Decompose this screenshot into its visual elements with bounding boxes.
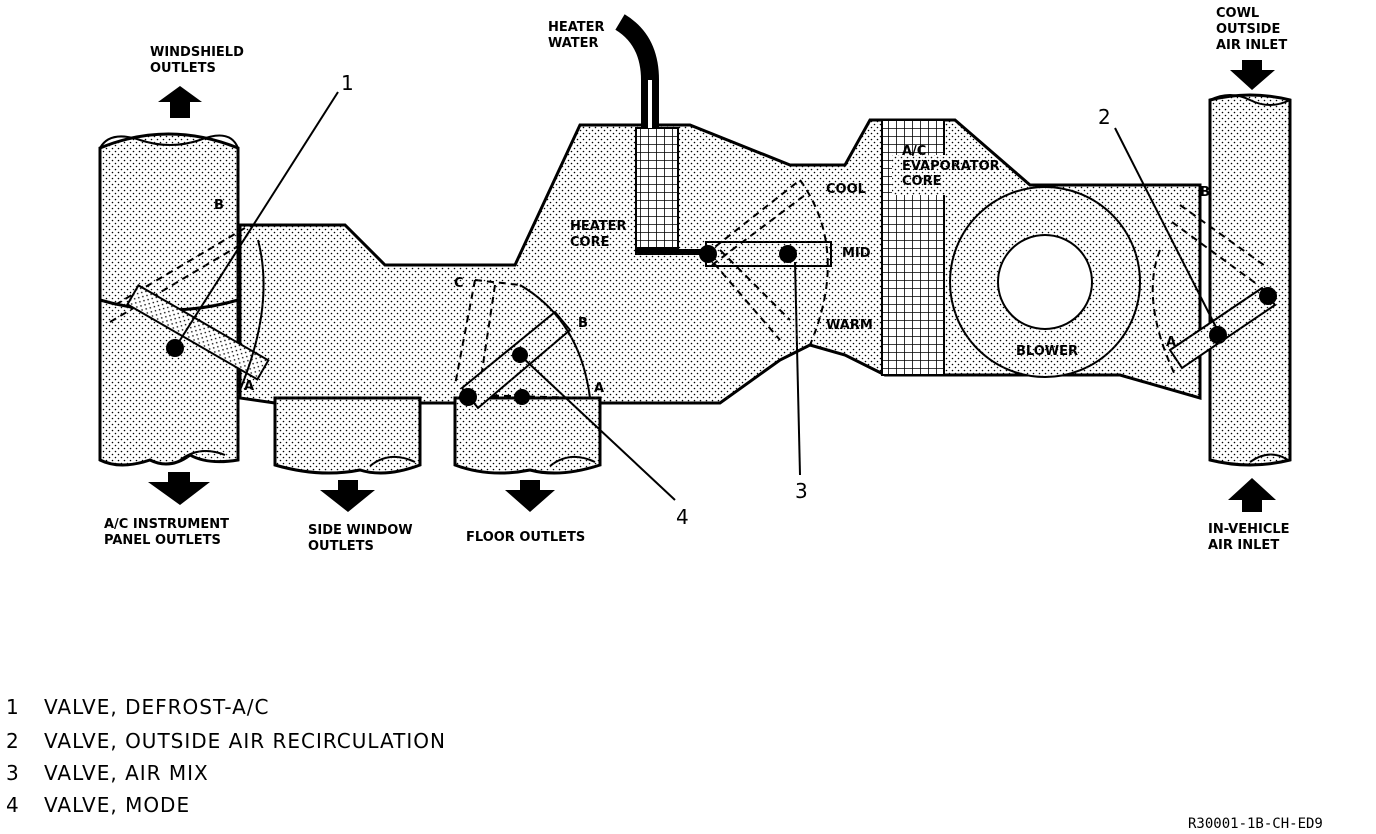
valve4-position-c: C [454,276,464,291]
floor-label: FLOOR OUTLETS [466,530,585,545]
windshield-arrow-icon [158,86,202,118]
windshield-label: WINDSHIELD OUTLETS [150,45,248,76]
floor-duct [453,396,602,475]
legend-item-3-text: VALVE, AIR MIX [44,761,209,785]
heater-water-pipe [615,14,659,128]
legend-item-2-num: 2 [6,729,20,753]
blower-hub [997,234,1093,330]
heater-core-label: HEATER CORE [570,219,631,250]
valve1-position-a: A [244,379,254,394]
side-window-duct [273,396,422,475]
heater-core [635,127,679,249]
instrument-arrow-icon [148,472,210,505]
cowl-label: COWL OUTSIDE AIR INLET [1216,6,1287,53]
side-window-arrow-icon [320,480,375,512]
cool-label: COOL [826,182,866,197]
valve2-position-a: A [1166,335,1176,350]
in-vehicle-arrow-icon [1228,478,1276,512]
legend-item-2-text: VALVE, OUTSIDE AIR RECIRCULATION [44,729,446,753]
legend-item-1-num: 1 [6,695,20,719]
valve4-position-b: B [578,316,588,331]
valve2-position-b: B [1200,185,1210,200]
legend-item-1-text: VALVE, DEFROST-A/C [44,695,269,719]
valve4-position-a: A [594,381,604,396]
recirculation-valve [1151,204,1277,376]
legend-item-4-text: VALVE, MODE [44,793,190,817]
warm-label: WARM [826,318,873,333]
floor-arrow-icon [505,480,555,512]
instrument-label: A/C INSTRUMENT PANEL OUTLETS [104,517,234,548]
callout-1: 1 [341,71,354,95]
legend-item-4-num: 4 [6,793,20,817]
air-mix-valve [635,179,832,346]
evaporator-label: A/C EVAPORATOR CORE [902,144,1004,189]
callout-2: 2 [1098,105,1111,129]
mode-valve [454,279,591,410]
valve1-position-b: B [214,198,224,213]
callout-3: 3 [795,479,808,503]
blower-label: BLOWER [1016,344,1078,359]
legend-item-3-num: 3 [6,761,20,785]
side-window-label: SIDE WINDOW OUTLETS [308,523,417,554]
figure-code: R30001-1B-CH-ED9 [1188,816,1323,832]
cowl-arrow-icon [1230,60,1275,90]
in-vehicle-label: IN-VEHICLE AIR INLET [1208,522,1294,553]
legend: 1 VALVE, DEFROST-A/C 2 VALVE, OUTSIDE AI… [6,695,446,817]
heater-water-label: HEATER WATER [548,20,609,51]
callout-4: 4 [676,505,689,529]
mid-label: MID [842,246,871,261]
